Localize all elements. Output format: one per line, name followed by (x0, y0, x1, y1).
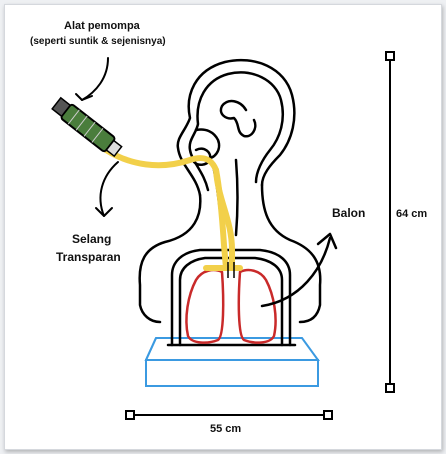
pump-title-label: Alat pemompa (64, 20, 140, 32)
tube-label-arrow (96, 162, 118, 216)
head-outline (178, 60, 295, 235)
pump-subtitle-label: (seperti suntik & sejenisnya) (30, 36, 166, 47)
width-dimension-line (126, 411, 332, 419)
syringe-pump-icon (51, 96, 124, 158)
width-label: 55 cm (210, 423, 241, 435)
height-dimension-line (386, 52, 394, 392)
tube-label-line2: Transparan (56, 250, 121, 264)
height-label: 64 cm (396, 208, 427, 220)
tube-label-line1: Selang (72, 232, 111, 246)
pump-label-arrow (76, 58, 108, 100)
balloon-label: Balon (332, 206, 365, 220)
